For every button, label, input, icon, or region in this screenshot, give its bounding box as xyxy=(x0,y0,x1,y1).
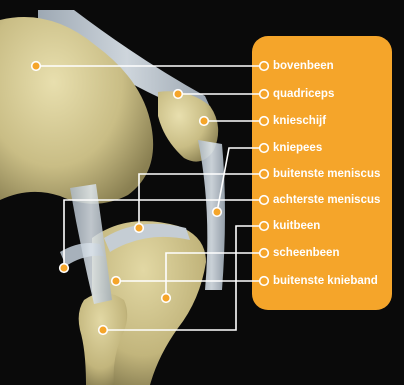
panel-dot-knieschijf xyxy=(260,117,269,126)
label-quadriceps: quadriceps xyxy=(273,87,334,101)
label-knieschijf: knieschijf xyxy=(273,114,326,128)
anchor-dot-scheenbeen xyxy=(162,294,171,303)
panel-dot-achterste-meniscus xyxy=(260,196,269,205)
label-scheenbeen: scheenbeen xyxy=(273,246,339,260)
anchor-dot-achterste-meniscus xyxy=(60,264,69,273)
panel-dot-scheenbeen xyxy=(260,249,269,258)
panel-dot-buitenste-meniscus xyxy=(260,170,269,179)
label-buitenste-meniscus: buitenste meniscus xyxy=(273,167,380,181)
anchor-dot-bovenbeen xyxy=(32,62,41,71)
label-buitenste-knieband: buitenste knieband xyxy=(273,274,378,288)
panel-dot-kuitbeen xyxy=(260,222,269,231)
panel-dot-kniepees xyxy=(260,144,269,153)
anchor-dot-knieschijf xyxy=(200,117,209,126)
anchor-dot-kuitbeen xyxy=(99,326,108,335)
panel-dot-quadriceps xyxy=(260,90,269,99)
label-kniepees: kniepees xyxy=(273,141,322,155)
anchor-dot-buitenste-meniscus xyxy=(135,224,144,233)
anchor-dot-quadriceps xyxy=(174,90,183,99)
anchor-dot-kniepees xyxy=(213,208,222,217)
label-achterste-meniscus: achterste meniscus xyxy=(273,193,380,207)
label-bovenbeen: bovenbeen xyxy=(273,59,334,73)
anchor-dot-buitenste-knieband xyxy=(112,277,121,286)
panel-dot-buitenste-knieband xyxy=(260,277,269,286)
label-kuitbeen: kuitbeen xyxy=(273,219,320,233)
panel-dot-bovenbeen xyxy=(260,62,269,71)
